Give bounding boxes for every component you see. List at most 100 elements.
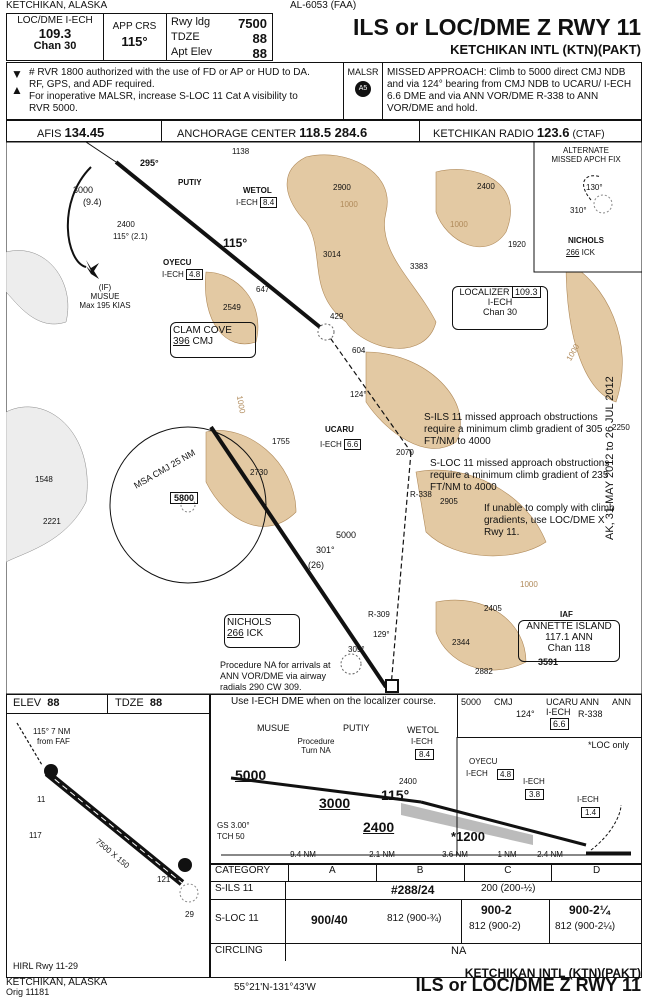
app-crs-label: APP CRS (112, 21, 157, 32)
profile-alt-3000: 3000 (319, 795, 351, 811)
profile-alt-2400b: 2400 (399, 777, 417, 786)
elev-2730: 2730 (250, 468, 268, 477)
diag-tdze: 88 (149, 697, 163, 709)
legend-ann: ANN (580, 697, 600, 707)
elev-2070: 2070 (396, 448, 414, 457)
fix-oyecu: OYECU (163, 258, 192, 267)
alt-nichols: NICHOLS (568, 236, 604, 245)
wetol-dme: I-ECH (236, 198, 258, 207)
min-circ-value: NA (451, 945, 467, 957)
alt-title-2: MISSED APCH FIX (551, 155, 621, 164)
musue-name: MUSUE (90, 292, 120, 301)
legend-cmj-crs: 124° (516, 709, 535, 719)
contour-1000-e: 1000 (520, 580, 538, 589)
seg-2400: 115° (2.1) (113, 232, 148, 241)
annette-name: ANNETTE ISLAND (526, 621, 612, 632)
afis-label: AFIS (37, 128, 62, 140)
legend-loc-only: *LOC only (588, 740, 630, 750)
footer-coords: 55°21'N-131°43'W (234, 982, 316, 993)
elev-2900: 2900 (333, 183, 351, 192)
nichols-box: NICHOLS 266 ICK (224, 614, 300, 648)
dist-26: (26) (308, 560, 325, 570)
annette-ident: ANN (571, 632, 593, 643)
fix-putiy: PUTIY (178, 178, 202, 187)
min-circ-label: CIRCLING (215, 945, 263, 956)
ctaf-label: (CTAF) (572, 129, 605, 140)
fix-ucaru: UCARU (325, 425, 354, 434)
radial-309: R-309 (368, 610, 390, 619)
elev-1920: 1920 (508, 240, 526, 249)
course-309: 309° (348, 645, 365, 654)
diag-bearing: 115° 7 NM (33, 727, 71, 736)
radial-338: R-338 (410, 490, 432, 499)
airport-diagram: ELEV 88 TDZE 88 115° 7 NM from FAF 117 1… (6, 694, 210, 978)
annette-box: ANNETTE ISLAND 117.1 ANN Chan 118 (518, 620, 620, 662)
legend-ann2: ANN (612, 697, 632, 707)
alt-130: 130° (586, 183, 603, 192)
ucaru-dme: I-ECH (320, 440, 342, 449)
elev-2549: 2549 (223, 303, 241, 312)
note-line-2: RF, GPS, and ADF required. (29, 79, 155, 90)
missed-approach-text: MISSED APPROACH: Climb to 5000 direct CM… (387, 67, 632, 114)
elev-3014: 3014 (323, 250, 341, 259)
diag-rwy11: 11 (37, 795, 46, 804)
legend-ann-r: R-338 (578, 709, 603, 719)
app-crs: 115° (121, 34, 148, 49)
diag-elev-label: ELEV (13, 697, 42, 709)
clam-cove-ident: CMJ (192, 336, 214, 347)
diag-elev: 88 (47, 697, 60, 709)
rwy-ldg-label: Rwy ldg (171, 16, 211, 28)
elev-2221: 2221 (43, 517, 61, 526)
legend-ucaru-dme: I-ECH (546, 707, 571, 717)
legend-ucaru-dist: 6.6 (550, 718, 569, 730)
profile-oyecu: OYECU (469, 757, 498, 766)
radio-label: KETCHIKAN RADIO (433, 128, 534, 140)
alt-nichols-ident: ICK (581, 248, 595, 257)
alt-nichols-freq: 266 (566, 248, 580, 257)
obst-loc: S-LOC 11 missed approach obstructions re… (430, 458, 610, 493)
footer-airport: KETCHIKAN INTL (KTN)(PAKT) (464, 966, 641, 980)
alt-title-1: ALTERNATE (563, 146, 609, 155)
elev-2400: 2400 (477, 182, 495, 191)
annette-freq: 117.1 (545, 632, 570, 643)
center-label: ANCHORAGE CENTER (177, 128, 297, 140)
min-ils-label: S-ILS 11 (215, 883, 254, 894)
localizer-ident: I-ECH (487, 297, 513, 307)
dist-5: 2.4 NM (537, 850, 563, 859)
diag-121: 121 (157, 875, 171, 884)
warning-icon: ▲ (11, 83, 23, 97)
min-hdr-d: D (593, 865, 601, 876)
profile-wetol-dme: I-ECH (411, 737, 433, 746)
elev-1138: 1138 (232, 147, 250, 156)
profile-oyecu-dme: I-ECH (466, 769, 488, 778)
legend-ucaru: UCARU (546, 697, 579, 707)
procedure-na: Procedure NA for arrivals at ANN VOR/DME… (220, 660, 331, 692)
min-ils-extra: 200 (200-½) (481, 883, 536, 894)
elev-3383: 3383 (410, 262, 428, 271)
diag-117: 117 (29, 831, 42, 840)
localizer-chan: Chan 30 (482, 307, 518, 317)
malsr-icon: A5 (355, 81, 371, 97)
radio-freq: 123.6 (536, 125, 570, 140)
malsr-label: MALSR (347, 67, 379, 77)
nichols-ident: ICK (246, 628, 264, 639)
profile-oyecu-dist: 4.8 (497, 769, 515, 780)
profile-proc-turn: Procedure Turn NA (297, 737, 335, 755)
min-loc-d-extra: 812 (900-2¼) (555, 921, 616, 932)
annette-chan: Chan 118 (547, 643, 591, 654)
header-freq-box: LOC/DME I-ECH 109.3 Chan 30 APP CRS 115°… (6, 13, 273, 61)
oyecu-dist: 4.8 (186, 269, 204, 280)
rwy-ldg: 7500 (238, 16, 267, 31)
city-top: KETCHIKAN, ALASKA (6, 0, 108, 11)
profile-tch: TCH 50 (217, 832, 245, 841)
legend-cmj: CMJ (494, 697, 513, 707)
profile-view: Use I-ECH DME when on the localizer cour… (210, 694, 642, 864)
apt-elev: 88 (252, 46, 267, 61)
alt-5000-plan: 5000 (336, 530, 357, 540)
course-129: 129° (373, 630, 390, 639)
obst-ils: S-ILS 11 missed approach obstructions re… (424, 412, 603, 447)
doc-id: AL-6053 (FAA) (290, 0, 357, 11)
min-ils-value: #288/24 (391, 883, 435, 897)
alt-2400-plan: 2400 (117, 220, 135, 229)
comms-bar: AFIS 134.45 ANCHORAGE CENTER 118.5 284.6… (6, 120, 642, 142)
